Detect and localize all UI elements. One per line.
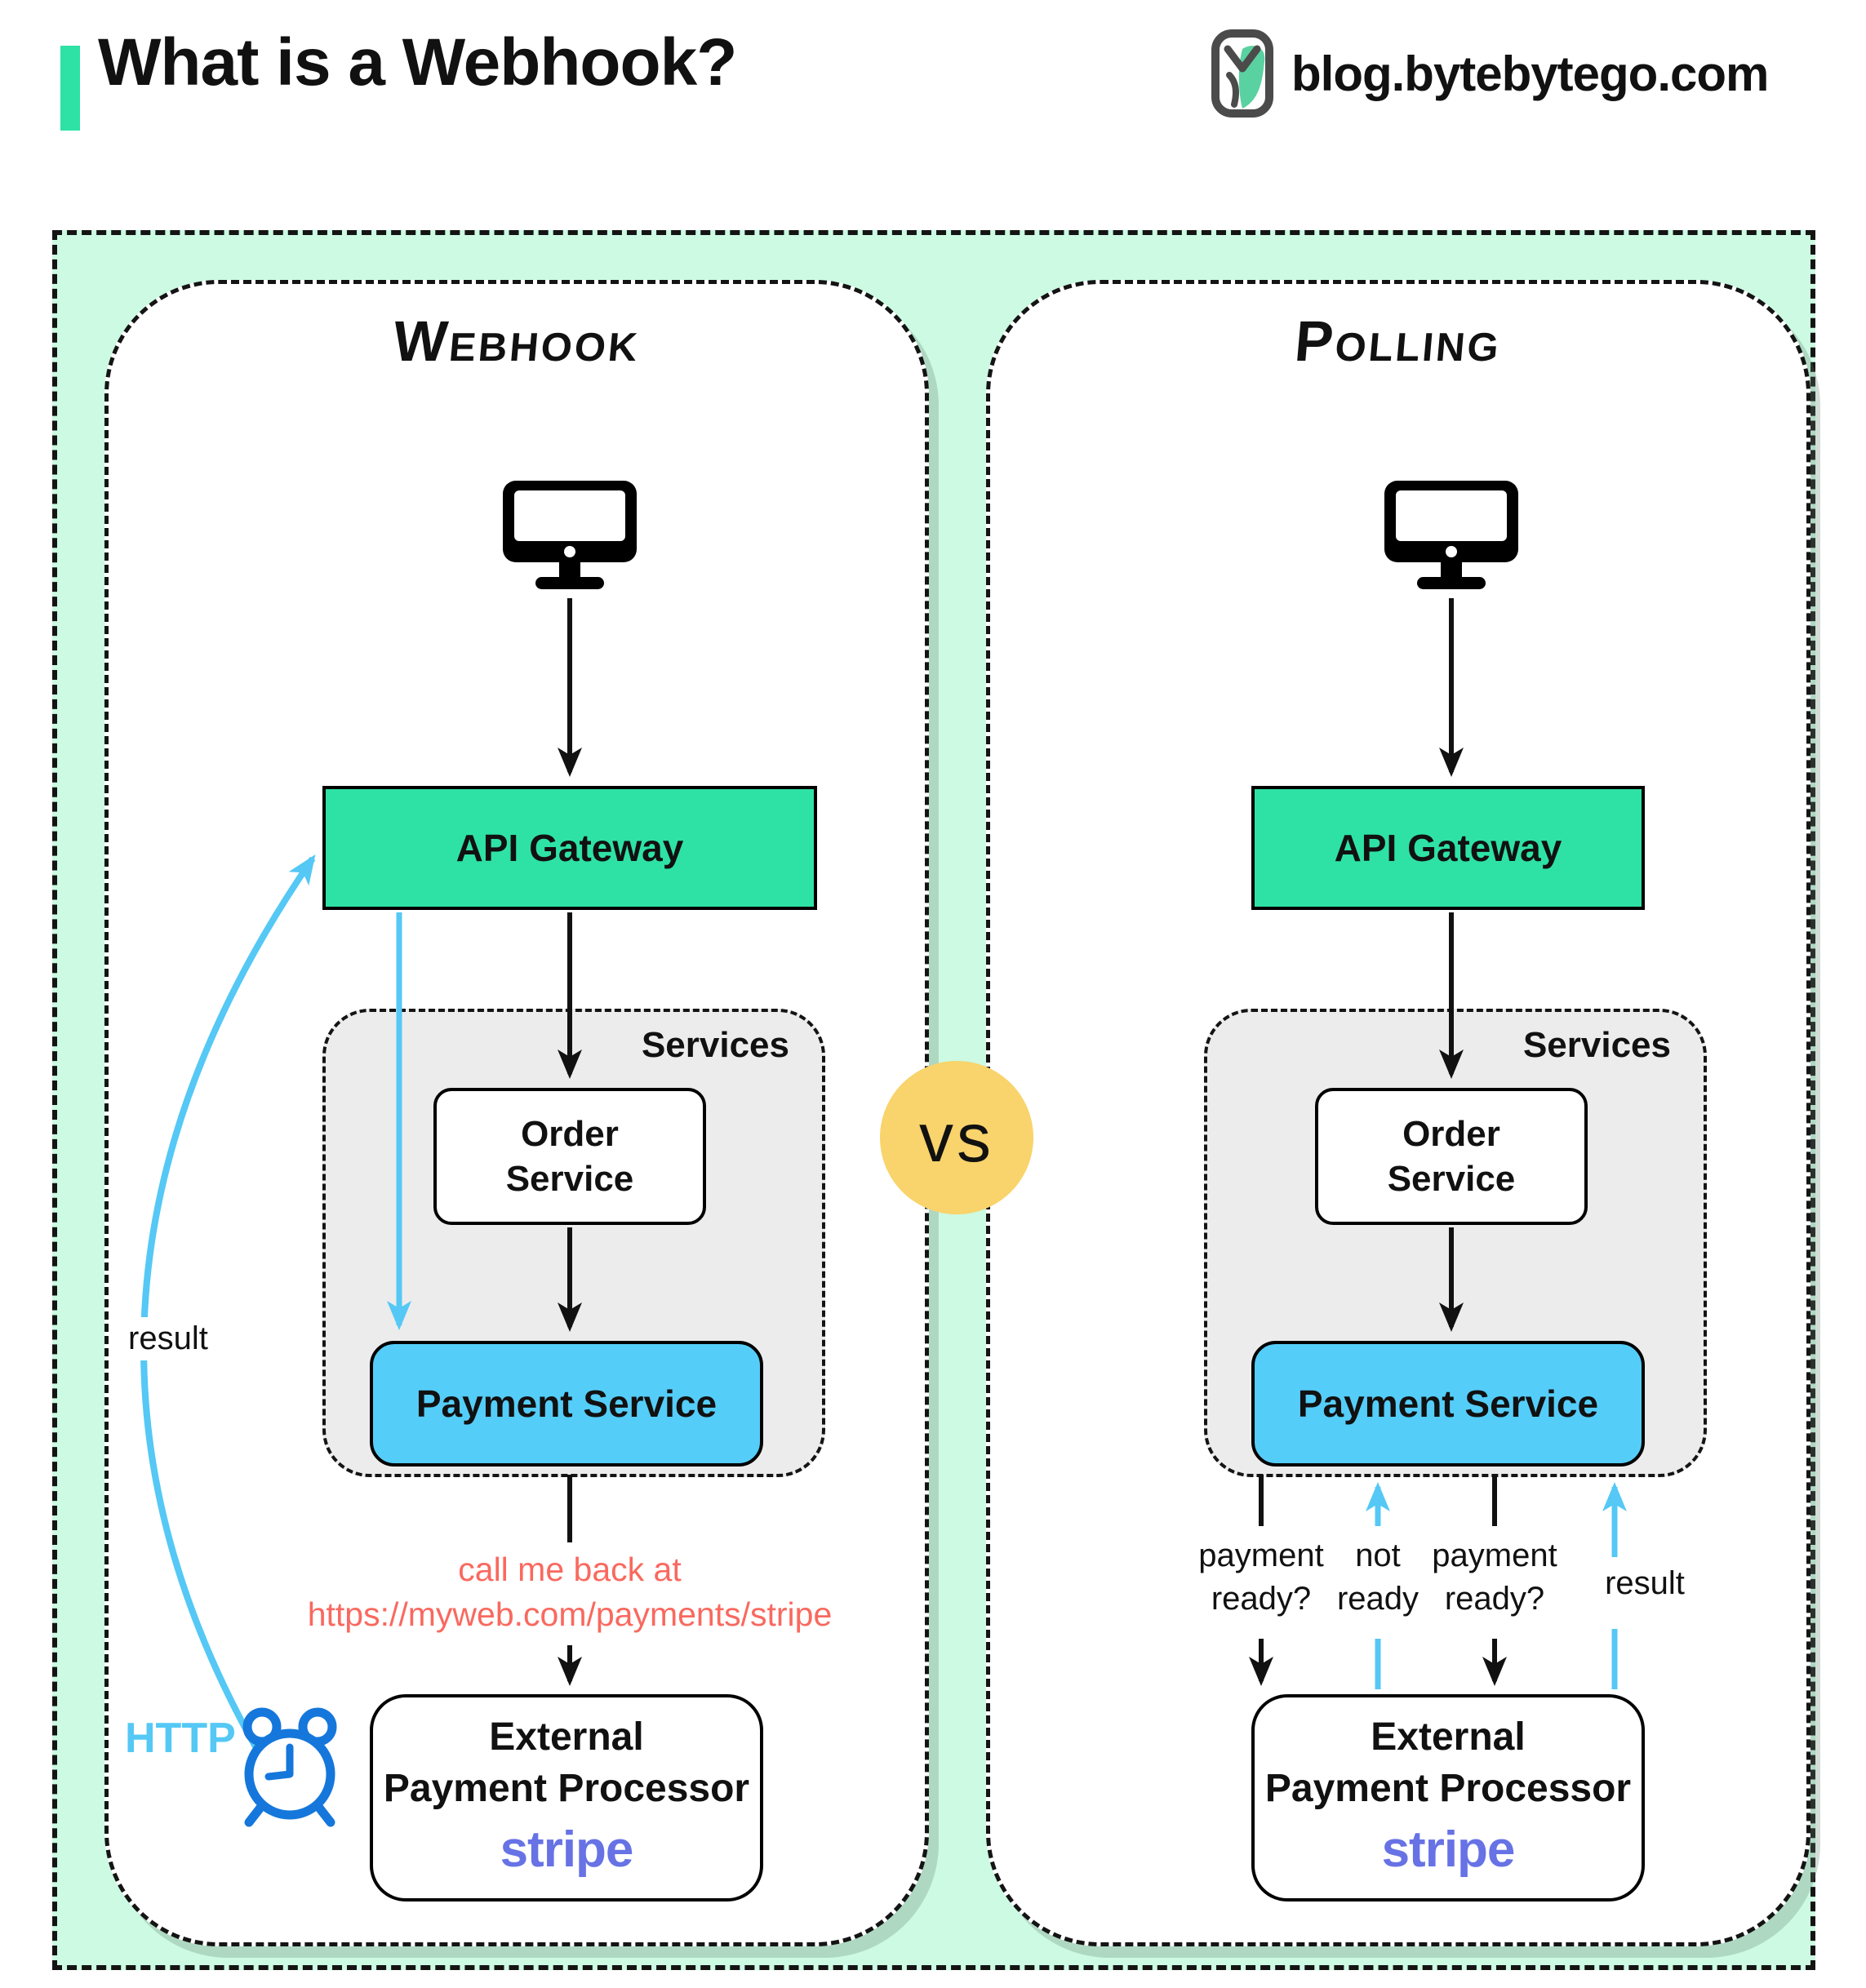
external-line1: External (489, 1715, 644, 1759)
poll-label-not-ready: not ready (1313, 1534, 1443, 1621)
poll-label-line: payment (1198, 1538, 1324, 1573)
external-payment-processor-node: External Payment Processor stripe (1251, 1694, 1645, 1901)
callback-url-annotation: call me back at https://myweb.com/paymen… (243, 1547, 896, 1638)
payment-service-label: Payment Service (1297, 1382, 1599, 1425)
http-annotation: HTTP (125, 1715, 236, 1762)
brand: blog.bytebytego.com (1210, 28, 1769, 119)
poll-label-line: not (1355, 1538, 1401, 1573)
polling-panel: Polling (986, 280, 1810, 1946)
result-annotation: result (120, 1317, 216, 1360)
title-accent-bar (60, 46, 80, 131)
poll-label-result: result (1571, 1562, 1718, 1605)
poll-label-line: result (1605, 1565, 1685, 1601)
webhook-panel-title: Webhook (390, 309, 643, 373)
vs-label: vs (919, 1098, 994, 1176)
order-service-line2: Service (1387, 1159, 1516, 1199)
poll-label-payment-ready-2: payment ready? (1413, 1534, 1576, 1621)
payment-service-node: Payment Service (1251, 1341, 1645, 1467)
api-gateway-node: API Gateway (1251, 786, 1645, 910)
order-service-line2: Service (505, 1159, 634, 1199)
stripe-logo-text: stripe (500, 1822, 634, 1879)
external-payment-processor-node: External Payment Processor stripe (370, 1694, 763, 1901)
callback-line2: https://myweb.com/payments/stripe (307, 1595, 833, 1634)
polling-panel-title: Polling (1292, 309, 1504, 373)
poll-label-line: ready (1336, 1581, 1419, 1617)
payment-service-label: Payment Service (415, 1382, 718, 1425)
alarm-clock-icon (242, 1707, 337, 1827)
page-title: What is a Webhook? (98, 25, 737, 100)
poll-label-line: ready? (1444, 1581, 1545, 1617)
client-monitor-icon (1384, 481, 1518, 589)
external-line2: Payment Processor (383, 1766, 750, 1810)
poll-label-payment-ready-1: payment ready? (1180, 1534, 1343, 1621)
bytebytego-logo-icon (1211, 29, 1273, 118)
order-service-line1: Order (1402, 1114, 1500, 1154)
services-group-label: Services (641, 1025, 789, 1065)
callback-line1: call me back at (458, 1551, 682, 1588)
order-service-node: Order Service (433, 1088, 706, 1225)
order-service-node: Order Service (1315, 1088, 1588, 1225)
api-gateway-label: API Gateway (455, 827, 684, 869)
services-group-label: Services (1522, 1025, 1671, 1065)
poll-label-line: ready? (1211, 1581, 1312, 1617)
client-monitor-icon (503, 481, 637, 589)
external-line1: External (1371, 1715, 1526, 1759)
poll-label-line: payment (1432, 1538, 1557, 1573)
api-gateway-node: API Gateway (322, 786, 817, 910)
stripe-logo-text: stripe (1381, 1822, 1516, 1879)
brand-site-text: blog.bytebytego.com (1291, 46, 1769, 101)
order-service-line1: Order (521, 1114, 619, 1154)
vs-badge: vs (880, 1061, 1033, 1214)
webhook-panel: Webhook API Gateway S (104, 280, 929, 1946)
external-line2: Payment Processor (1264, 1766, 1632, 1810)
api-gateway-label: API Gateway (1334, 827, 1562, 869)
payment-service-node: Payment Service (370, 1341, 763, 1467)
